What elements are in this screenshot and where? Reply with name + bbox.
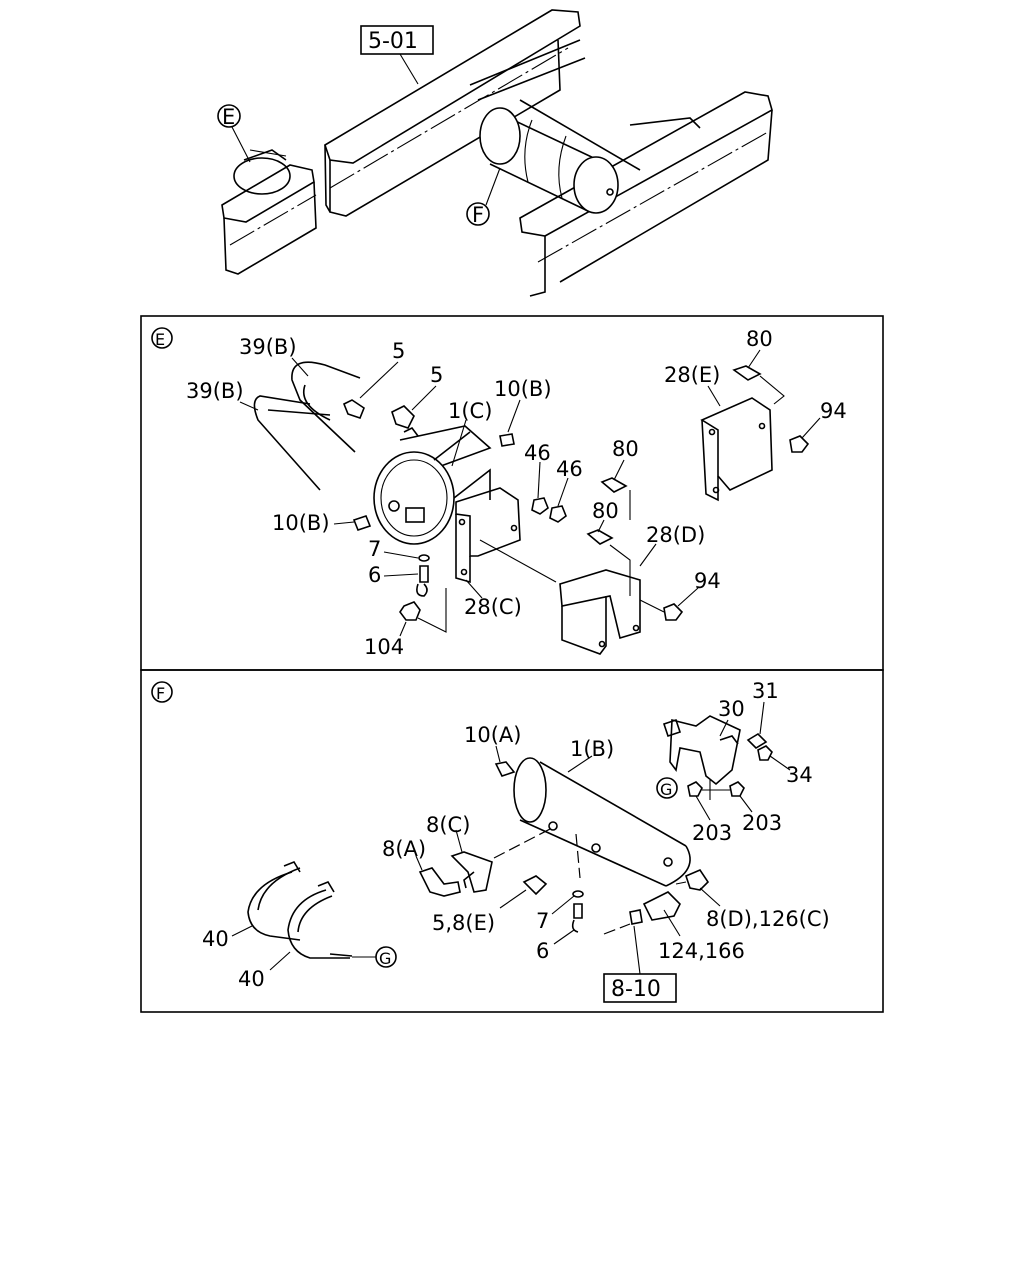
label-104: 104 [364, 635, 404, 659]
callout-e-overview-label: E [222, 105, 235, 129]
bracket-30 [662, 715, 741, 786]
overview-tank-e [233, 149, 291, 195]
panel-f-marker [151, 681, 173, 703]
switch-124-166 [629, 891, 681, 925]
nut-94-low [663, 603, 684, 621]
label-8d-126c: 8(D),126(C) [706, 907, 830, 931]
bracket-28e [700, 397, 773, 502]
label-34: 34 [786, 763, 813, 787]
label-30: 30 [718, 697, 745, 721]
panel-f-marker-label: F [156, 684, 165, 703]
tank-1b [513, 757, 691, 887]
label-1c: 1(C) [448, 399, 492, 423]
label-7: 7 [368, 537, 381, 561]
bolt-80-mid [600, 477, 628, 493]
panel-f: F G [140, 669, 884, 1013]
label-10b-lower: 10(B) [272, 511, 330, 535]
fitting-5-8e [522, 875, 548, 896]
label-40-lower: 40 [238, 967, 265, 991]
label-6: 6 [368, 563, 381, 587]
label-5-left: 5 [392, 339, 405, 363]
nut-46-right [549, 505, 567, 523]
frame-rail-left [324, 9, 581, 217]
bracket-28c [455, 487, 521, 584]
label-203-left: 203 [692, 821, 732, 845]
callout-f-overview[interactable] [466, 202, 490, 226]
tank-1c [373, 425, 492, 545]
frame-rail-right [519, 91, 773, 297]
label-28e: 28(E) [664, 363, 720, 387]
label-31: 31 [752, 679, 779, 703]
label-5-8e: 5,8(E) [432, 911, 495, 935]
bracket-28d [559, 569, 641, 655]
label-203-right: 203 [742, 811, 782, 835]
elbow-fittings-5 [342, 399, 419, 437]
callout-g-left-label: G [379, 949, 391, 968]
callout-f-overview-label: F [472, 203, 484, 227]
nut-46-left [531, 497, 549, 515]
fitting-8a [418, 867, 461, 897]
plug-10b-upper [499, 433, 515, 447]
ref-box-5-01[interactable] [360, 25, 434, 55]
label-8a: 8(A) [382, 837, 426, 861]
callout-e-overview[interactable] [217, 104, 241, 128]
drain-6-f [571, 903, 583, 933]
label-80-mid: 80 [612, 437, 639, 461]
bolt-80-top [732, 365, 762, 381]
label-40-upper: 40 [202, 927, 229, 951]
label-80-top: 80 [746, 327, 773, 351]
label-6-f: 6 [536, 939, 549, 963]
nut-34 [757, 745, 773, 761]
u-bolt-39b [253, 361, 361, 491]
label-80-low: 80 [592, 499, 619, 523]
nut-203-left [687, 781, 703, 797]
fitting-8d-126c [675, 869, 710, 891]
callout-g-right[interactable] [656, 777, 678, 799]
drain-cock-6 [416, 565, 429, 597]
label-46-left: 46 [524, 441, 551, 465]
panel-e-marker [151, 327, 173, 349]
label-94-top: 94 [820, 399, 847, 423]
washer-7-f [572, 890, 584, 898]
fitting-8c [450, 851, 493, 893]
bolt-80-low [586, 529, 614, 545]
label-28d: 28(D) [646, 523, 705, 547]
label-1b: 1(B) [570, 737, 614, 761]
ref-box-5-01-label: 5-01 [368, 29, 418, 54]
panel-e: E [140, 315, 884, 671]
ref-box-8-10-label: 8-10 [611, 977, 661, 1002]
chassis-overview: 5-01 [217, 9, 773, 297]
straps-40 [247, 861, 353, 959]
label-124-166: 124,166 [658, 939, 745, 963]
overview-tank-f [479, 107, 619, 214]
panel-f-leaders [231, 701, 791, 971]
label-46-right: 46 [556, 457, 583, 481]
label-39b-lower: 39(B) [186, 379, 244, 403]
washer-7 [418, 554, 430, 562]
label-10b-upper: 10(B) [494, 377, 552, 401]
label-28c: 28(C) [464, 595, 522, 619]
label-39b-upper: 39(B) [239, 335, 297, 359]
panel-e-leaders [239, 349, 821, 637]
callout-g-left[interactable] [375, 946, 397, 968]
callout-g-right-label: G [660, 780, 672, 799]
plug-10a [494, 761, 516, 777]
plug-10b-lower [352, 515, 372, 531]
bolt-31 [746, 732, 768, 750]
label-7-f: 7 [536, 909, 549, 933]
label-94-low: 94 [694, 569, 721, 593]
label-8c: 8(C) [426, 813, 470, 837]
frame-rail-lower [221, 164, 317, 275]
nut-94-top [789, 435, 810, 453]
panel-e-marker-label: E [155, 330, 165, 349]
label-10a: 10(A) [464, 723, 521, 747]
label-5-right: 5 [430, 363, 443, 387]
nut-104 [399, 601, 421, 621]
nut-203-right [729, 781, 745, 797]
